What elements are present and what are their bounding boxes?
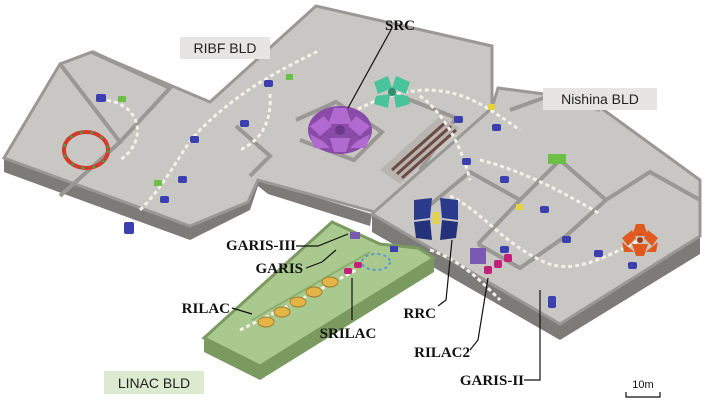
garis-label: GARIS	[255, 261, 303, 277]
tunnel-room	[380, 116, 460, 184]
ribf-building-side	[4, 158, 372, 240]
scale-bar-line	[625, 392, 661, 398]
orange-cyclotron	[622, 224, 658, 256]
nishina-building-label: Nishina BLD	[561, 91, 639, 107]
garis2-label: GARIS-II	[460, 373, 524, 389]
src-cyclotron	[308, 106, 372, 154]
garis-elements	[350, 232, 398, 271]
rrc-label: RRC	[404, 306, 437, 322]
building-labels: RIBF BLD Nishina BLD LINAC BLD	[104, 37, 657, 394]
leader-lines	[231, 27, 541, 381]
scale-bar-label: 10m	[632, 379, 653, 391]
scale-bar: 10m	[625, 379, 661, 398]
storage-ring	[62, 130, 110, 170]
rilac-label: RILAC	[182, 301, 230, 317]
rrc-cyclotron	[414, 198, 458, 240]
irc-cyclotron	[374, 76, 410, 108]
linac-label-bg	[104, 371, 204, 394]
src-label: SRC	[385, 18, 415, 34]
beamline-elements-green	[118, 74, 566, 210]
rilac-cavities	[257, 276, 339, 328]
accelerator-labels: SRC GARIS-III GARIS RILAC RRC SRILAC RIL…	[182, 18, 525, 389]
building-walls	[1, 4, 702, 340]
ribf-label-bg	[180, 37, 270, 59]
nishina-building-side	[372, 214, 700, 340]
ribf-building-label: RIBF BLD	[193, 40, 256, 56]
nishina-label-bg	[543, 88, 657, 110]
srilac-label: SRILAC	[320, 326, 377, 342]
linac-building-label: LINAC BLD	[118, 375, 190, 391]
beam-lines	[99, 48, 641, 332]
srilac-cavities	[344, 262, 362, 274]
rilac2-label: RILAC2	[414, 345, 470, 361]
beamline-magnets	[96, 80, 637, 308]
rilac2-accelerator	[470, 248, 512, 274]
ribf-building-floor	[1, 4, 494, 228]
garis3-label: GARIS-III	[226, 238, 296, 254]
